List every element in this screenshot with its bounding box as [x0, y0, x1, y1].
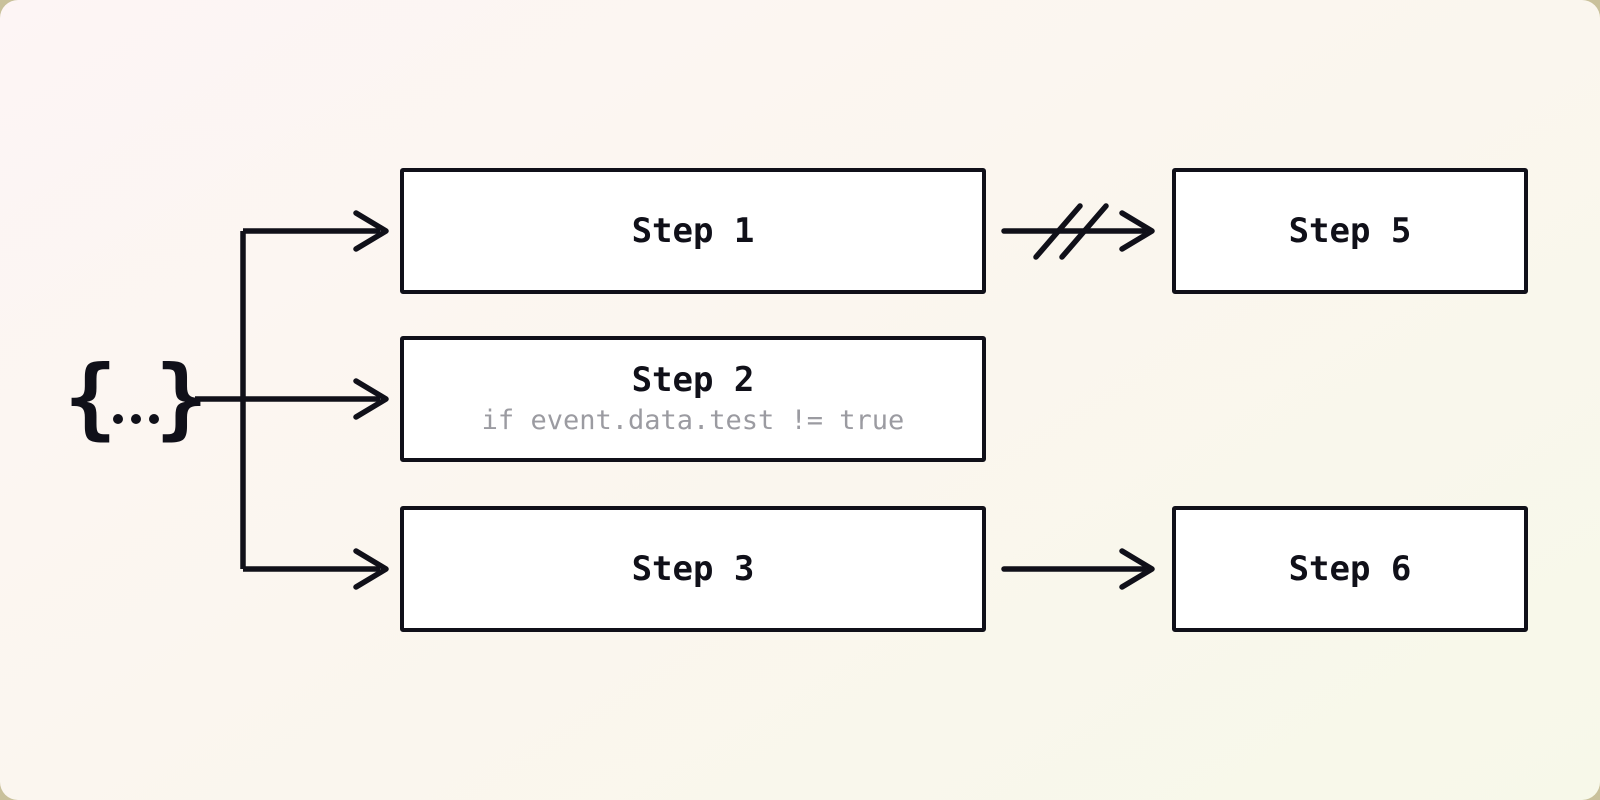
node-title: Step 1	[631, 210, 755, 251]
dot	[112, 414, 123, 424]
node-step-1: Step 1	[400, 168, 986, 294]
arrowhead-to-step-3	[353, 548, 389, 590]
open-brace: {	[64, 346, 117, 449]
node-title: Step 3	[631, 548, 755, 589]
arrowhead-to-step-2	[353, 378, 389, 420]
arrowhead-to-step-1	[353, 210, 389, 252]
edge-step3-to-step6	[1001, 548, 1155, 590]
node-title: Step 5	[1288, 210, 1412, 251]
node-title: Step 2	[631, 360, 755, 401]
node-condition-label: if event.data.test != true	[481, 405, 905, 437]
node-step-3: Step 3	[400, 506, 986, 632]
close-brace: }	[154, 346, 208, 449]
ellipsis-dots	[111, 414, 161, 424]
node-title: Step 6	[1288, 548, 1412, 589]
arrowhead-to-step-5	[1119, 210, 1155, 252]
arrowhead-to-step-6	[1119, 548, 1155, 590]
node-step-6: Step 6	[1172, 506, 1528, 632]
edge-source-fanout	[195, 210, 389, 590]
edge-step1-to-step5-broken	[1001, 203, 1155, 260]
json-object-icon: { }	[64, 348, 208, 448]
node-step-2: Step 2 if event.data.test != true	[400, 336, 986, 462]
dot	[148, 414, 159, 424]
node-step-5: Step 5	[1172, 168, 1528, 294]
dot	[130, 414, 141, 424]
broken-link-slashes-icon	[1033, 203, 1109, 260]
